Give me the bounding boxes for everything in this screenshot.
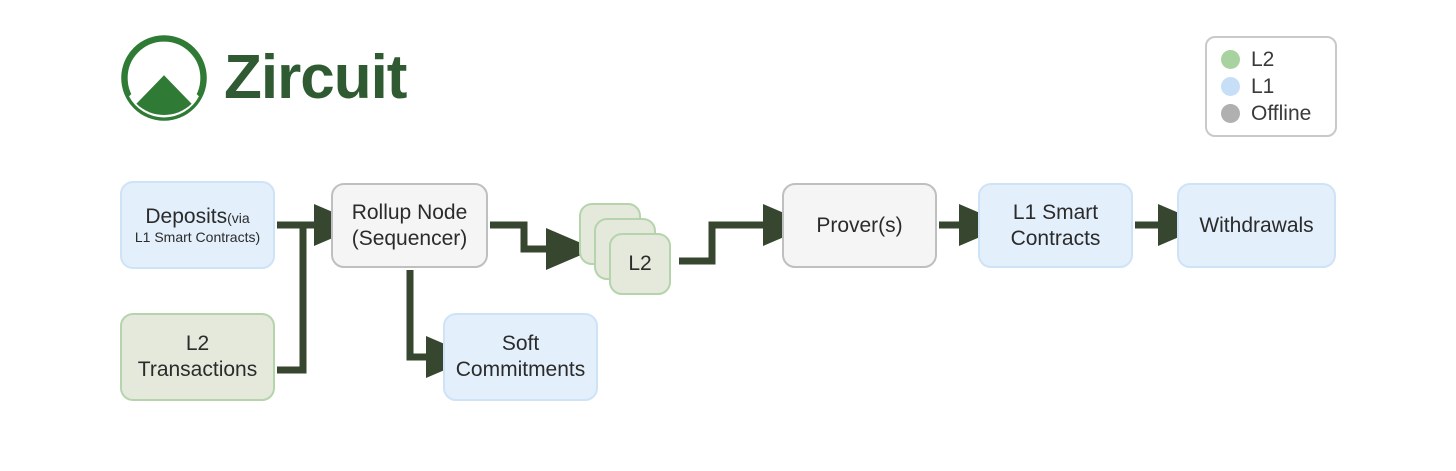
node-deposits-sublabel: (via bbox=[227, 209, 250, 226]
l2-stack-card-front: L2 bbox=[609, 233, 671, 295]
legend-label-l2: L2 bbox=[1251, 48, 1275, 71]
node-l2-transactions-line2: Transactions bbox=[137, 358, 258, 381]
node-deposits-label: Deposits bbox=[145, 204, 228, 228]
edge-rollup-to-l2stack bbox=[490, 221, 595, 270]
legend-item-l2: L2 bbox=[1221, 49, 1321, 70]
node-l2-transactions[interactable]: L2 Transactions bbox=[120, 313, 275, 401]
node-deposits[interactable]: Deposits(via L1 Smart Contracts) bbox=[120, 181, 275, 269]
node-soft-commitments-line2: Commitments bbox=[455, 358, 586, 381]
edge-l2stack-to-prover bbox=[679, 204, 812, 265]
node-rollup-node[interactable]: Rollup Node (Sequencer) bbox=[331, 183, 488, 268]
node-rollup-node-line1: Rollup Node bbox=[351, 200, 468, 224]
legend-dot-l2-icon bbox=[1221, 50, 1240, 69]
legend-dot-offline-icon bbox=[1221, 104, 1240, 123]
node-provers-label: Prover(s) bbox=[816, 213, 903, 237]
brand-name: Zircuit bbox=[224, 43, 407, 112]
node-deposits-line2: L1 Smart Contracts) bbox=[134, 229, 261, 246]
node-rollup-node-line2: (Sequencer) bbox=[351, 226, 468, 250]
legend-dot-l1-icon bbox=[1221, 77, 1240, 96]
zircuit-mountain-logo-icon bbox=[121, 35, 207, 121]
node-withdrawals-label: Withdrawals bbox=[1199, 213, 1314, 237]
legend-item-l1: L1 bbox=[1221, 76, 1321, 97]
node-soft-commitments[interactable]: Soft Commitments bbox=[443, 313, 598, 401]
node-l2-transactions-line1: L2 bbox=[185, 332, 210, 356]
l2-stack-label: L2 bbox=[628, 252, 652, 275]
node-soft-commitments-line1: Soft bbox=[501, 332, 540, 356]
node-l2-block-stack[interactable]: L2 bbox=[579, 203, 675, 295]
node-l1-smart-contracts-line2: Contracts bbox=[1010, 226, 1101, 250]
edge-rollup-to-soft bbox=[406, 270, 475, 378]
legend-label-l1: L1 bbox=[1251, 75, 1275, 98]
node-provers[interactable]: Prover(s) bbox=[782, 183, 937, 268]
legend-label-offline: Offline bbox=[1251, 102, 1312, 125]
legend: L2 L1 Offline bbox=[1205, 36, 1337, 137]
node-withdrawals[interactable]: Withdrawals bbox=[1177, 183, 1336, 268]
edge-l2tx-to-merge bbox=[277, 225, 307, 374]
node-l1-smart-contracts[interactable]: L1 Smart Contracts bbox=[978, 183, 1133, 268]
legend-item-offline: Offline bbox=[1221, 103, 1321, 124]
node-l1-smart-contracts-line1: L1 Smart bbox=[1012, 200, 1099, 224]
brand-logo: Zircuit bbox=[118, 32, 407, 124]
